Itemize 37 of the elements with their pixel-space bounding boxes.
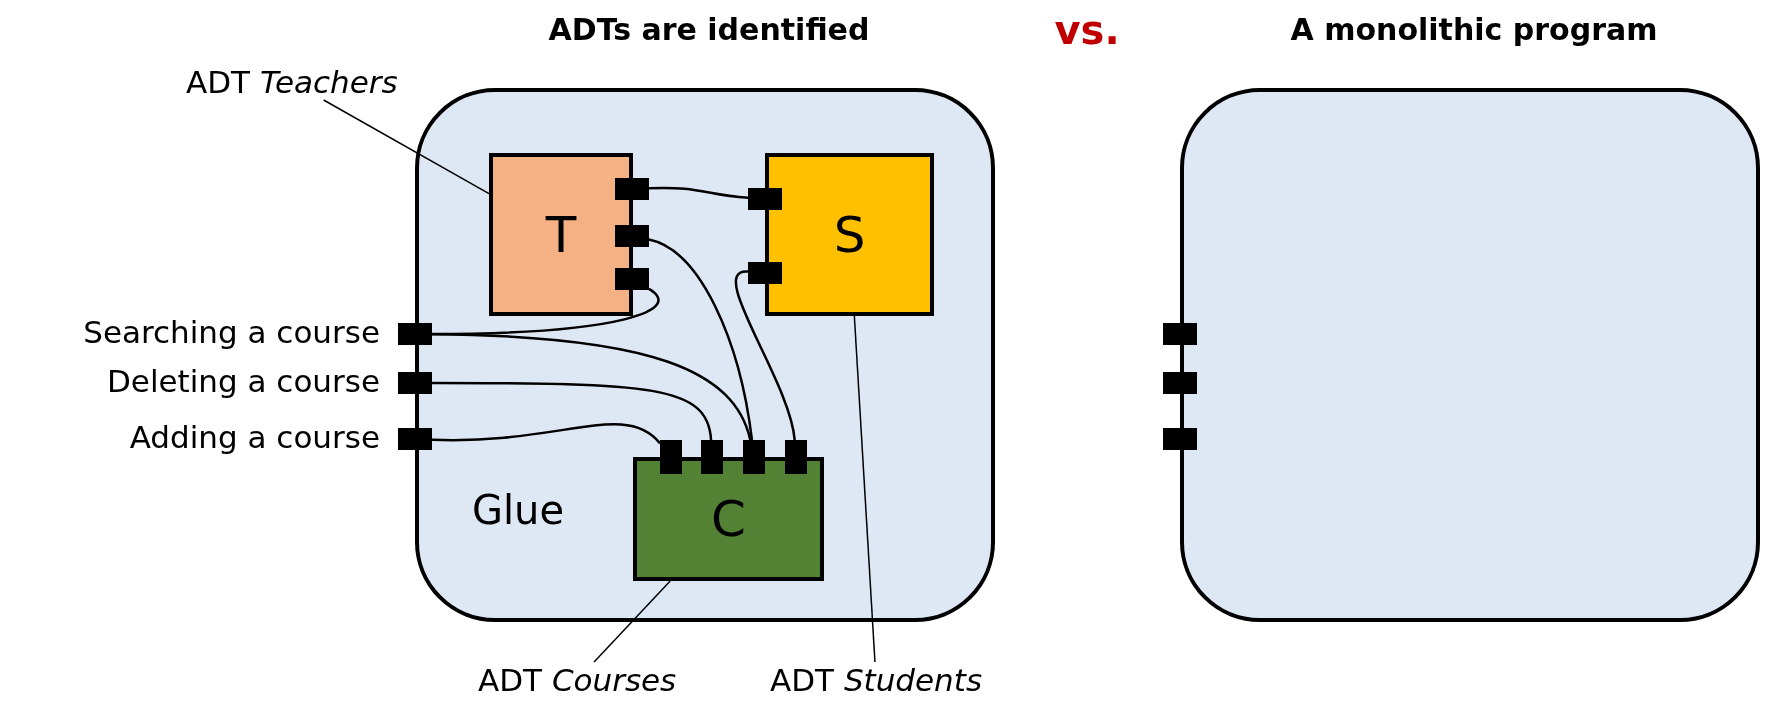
port <box>660 440 682 474</box>
port <box>398 323 432 345</box>
connector-line <box>431 332 752 441</box>
port <box>1163 323 1197 345</box>
port <box>748 262 782 284</box>
port <box>701 440 723 474</box>
leader-line <box>322 99 490 195</box>
callout-label: ADT Students <box>770 662 983 698</box>
connector-line <box>432 381 713 441</box>
connector-line <box>648 186 749 200</box>
panel-heading: A monolithic program <box>1289 12 1659 47</box>
port-label: Deleting a course <box>106 363 380 399</box>
port <box>1163 428 1197 450</box>
port <box>1163 372 1197 394</box>
versus-label: vs. <box>1054 7 1120 53</box>
port <box>398 428 432 450</box>
leader-line <box>593 580 671 663</box>
leader-line <box>853 315 876 663</box>
port-label: Adding a course <box>129 419 380 455</box>
port <box>398 372 432 394</box>
module-box: S <box>765 153 934 316</box>
connector-line <box>735 270 796 441</box>
module-box: C <box>633 457 824 581</box>
port <box>615 225 649 247</box>
module-box: T <box>489 153 633 316</box>
connector-line <box>432 423 661 445</box>
connector-line <box>648 238 754 441</box>
panel-heading: ADTs are identified <box>547 12 871 47</box>
port <box>615 178 649 200</box>
port-label: Searching a course <box>83 314 380 350</box>
port <box>743 440 765 474</box>
port <box>785 440 807 474</box>
callout-label: ADT Teachers <box>186 64 398 100</box>
callout-label: ADT Courses <box>478 662 677 698</box>
panel-label: Glue <box>472 487 565 533</box>
port <box>615 268 649 290</box>
port <box>748 188 782 210</box>
